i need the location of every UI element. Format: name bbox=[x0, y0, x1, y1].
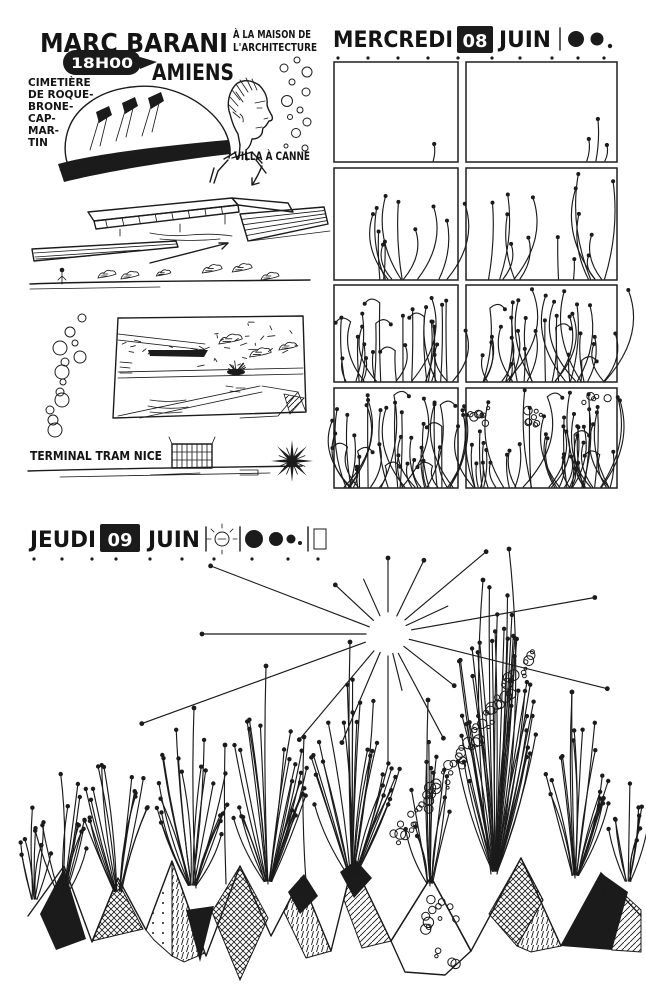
moon-phase-icon bbox=[568, 31, 584, 47]
grass-panel-7 bbox=[327, 387, 469, 489]
villa-plan-sketch bbox=[31, 197, 331, 264]
mercredi-header: MERCREDI 08 JUIN bbox=[333, 26, 613, 60]
jeudi-day-box bbox=[100, 524, 140, 552]
caption-line: BRONE- bbox=[28, 101, 73, 113]
bubble-column bbox=[45, 313, 87, 438]
radiating-sun bbox=[139, 549, 610, 763]
mountain-range bbox=[27, 856, 642, 982]
venue-line2: L'ARCHITECTURE bbox=[233, 41, 317, 54]
caption-line: CIMETIÈRE bbox=[28, 76, 91, 89]
moon-phase-icon bbox=[245, 530, 263, 548]
time-label: 18H00 bbox=[71, 56, 133, 72]
moon-phase-icon bbox=[269, 532, 283, 546]
mercredi-month: JUIN bbox=[497, 28, 551, 53]
portrait-sketch bbox=[209, 77, 274, 184]
city-label: AMIENS bbox=[152, 61, 234, 86]
time-badge: 18H00 bbox=[63, 50, 157, 75]
grass-growth-grid bbox=[327, 61, 635, 489]
grass-panel-6 bbox=[465, 284, 635, 383]
villa-label: VILLA À CANNE bbox=[234, 148, 310, 163]
dot-icon bbox=[298, 541, 302, 545]
grass-panel-1 bbox=[333, 61, 459, 163]
grass-panel-4 bbox=[465, 167, 618, 281]
venue-line1: À LA MAISON DE bbox=[233, 28, 311, 41]
grass-panel-8 bbox=[454, 387, 625, 489]
moon-phase-icon bbox=[590, 32, 604, 46]
tram-label: TERMINAL TRAM NICE bbox=[30, 448, 162, 463]
open-square-icon bbox=[313, 528, 327, 550]
tram-terminal-sketch bbox=[27, 436, 303, 478]
villa-arrow bbox=[251, 165, 263, 186]
thought-bubbles bbox=[279, 56, 313, 152]
moon-phase-icon bbox=[286, 534, 296, 544]
dot-icon bbox=[607, 43, 613, 49]
caption-line: CAP- bbox=[28, 113, 56, 125]
jeudi-header: JEUDI 09 JUIN bbox=[28, 523, 327, 561]
lecture-note-block: MARC BARANI À LA MAISON DE L'ARCHITECTUR… bbox=[27, 28, 331, 482]
jeudi-weekday: JEUDI bbox=[28, 528, 96, 553]
caption-line: TIN bbox=[28, 137, 48, 149]
underline-dots bbox=[32, 557, 320, 561]
jeudi-month: JUIN bbox=[146, 528, 200, 553]
jeudi-day: 09 bbox=[107, 530, 132, 551]
mercredi-weekday: MERCREDI bbox=[333, 28, 453, 53]
grass-panel-2 bbox=[465, 61, 618, 163]
cemetery-rock-sketch bbox=[58, 85, 231, 182]
grass-panel-5 bbox=[333, 284, 469, 383]
sun-symbol-icon bbox=[206, 523, 238, 555]
caption-line: DE ROQUE- bbox=[28, 89, 94, 101]
cemetery-caption: CIMETIÈRE DE ROQUE- BRONE- CAP- MAR- TIN bbox=[28, 76, 94, 149]
mercredi-day: 08 bbox=[462, 31, 487, 52]
grass-panel-3 bbox=[333, 167, 470, 281]
ground-line-sketch bbox=[29, 263, 311, 290]
mercredi-day-box bbox=[457, 26, 493, 53]
underline-dots bbox=[336, 56, 606, 60]
rock-markers bbox=[89, 92, 164, 151]
star-burst-icon bbox=[271, 440, 313, 482]
grass-clumps bbox=[18, 546, 646, 900]
landscape-frame-sketch bbox=[112, 315, 307, 419]
caption-line: MAR- bbox=[28, 125, 59, 137]
